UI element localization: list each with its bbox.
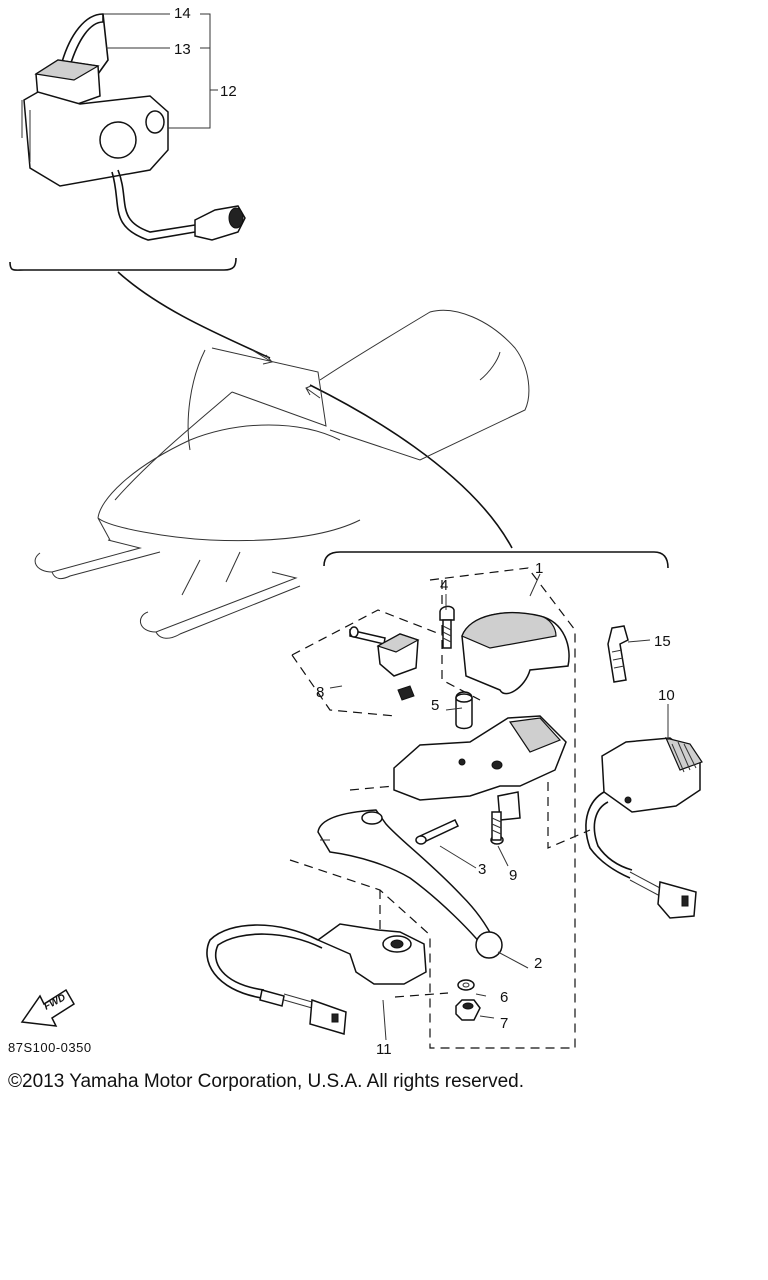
callout-12: 12 xyxy=(220,83,237,100)
callout-5: 5 xyxy=(431,697,439,714)
callout-15: 15 xyxy=(654,633,671,650)
callout-8: 8 xyxy=(316,684,324,701)
callout-13: 13 xyxy=(174,41,191,58)
callout-leaders xyxy=(329,573,669,1041)
inset-leaders xyxy=(103,13,218,129)
callout-9: 9 xyxy=(509,867,517,884)
drawing-code: 87S100-0350 xyxy=(8,1040,92,1055)
callout-1: 1 xyxy=(535,560,543,577)
snowmobile-outline xyxy=(34,309,530,639)
parts-diagram: 1 2 3 4 5 6 7 8 9 10 11 12 13 14 15 FWD xyxy=(9,5,703,1058)
callout-3: 3 xyxy=(478,861,486,878)
inset-switch-assembly xyxy=(9,13,246,271)
callout-11: 11 xyxy=(376,1041,392,1058)
callout-10: 10 xyxy=(658,687,675,704)
callout-14: 14 xyxy=(174,5,191,22)
exploded-throttle-assembly xyxy=(206,567,703,1049)
copyright-notice: ©2013 Yamaha Motor Corporation, U.S.A. A… xyxy=(8,1071,524,1092)
callout-6: 6 xyxy=(500,989,508,1006)
callout-4: 4 xyxy=(440,577,448,594)
fwd-arrow-icon: FWD xyxy=(20,988,76,1027)
callout-2: 2 xyxy=(534,955,542,972)
callout-7: 7 xyxy=(500,1015,508,1032)
